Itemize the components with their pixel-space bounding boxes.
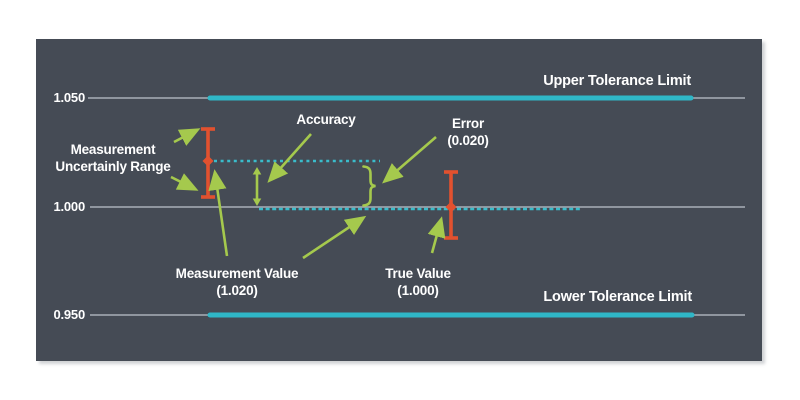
diagram-panel <box>36 39 762 361</box>
tick-label-1050: 1.050 <box>53 90 85 105</box>
measurement-value-label-line1: Measurement Value <box>175 266 299 281</box>
upper-tolerance-label: Upper Tolerance Limit <box>543 73 691 89</box>
accuracy-double-arrow <box>252 167 262 206</box>
lower-tolerance-label: Lower Tolerance Limit <box>543 289 692 305</box>
arrow-true-value <box>427 216 446 254</box>
arrow-error <box>382 136 437 184</box>
tick-label-0950: 0.950 <box>53 307 85 322</box>
arrow-accuracy <box>267 133 312 183</box>
accuracy-label: Accuracy <box>296 112 356 127</box>
measurement-point-diamond <box>202 155 214 167</box>
arrow-measurement-value-2 <box>302 215 367 260</box>
measurement-value-label: Measurement Value (1.020) <box>176 266 299 299</box>
tick-label-1000: 1.000 <box>53 199 85 214</box>
true-value-label-line1: True Value <box>385 266 451 281</box>
error-label-value: (0.020) <box>447 132 489 148</box>
arrow-measurement-value-1 <box>208 169 229 257</box>
measurement-value-label-value: (1.020) <box>216 282 258 298</box>
measurement-uncertainty-label-line2: Uncertainly Range <box>55 158 171 174</box>
error-label: Error (0.020) <box>447 116 489 149</box>
true-value-point-diamond <box>445 201 457 213</box>
true-value-label: True Value (1.000) <box>385 266 451 299</box>
measurement-uncertainty-label-line1: Measurement <box>70 142 156 157</box>
arrow-to-uncertainty-bottom <box>170 173 199 191</box>
measurement-uncertainty-label: Measurement Uncertainly Range <box>55 142 170 175</box>
true-value-label-value: (1.000) <box>397 282 439 298</box>
error-label-line1: Error <box>451 116 484 131</box>
error-brace <box>362 165 376 207</box>
arrow-to-uncertainty-top <box>173 128 201 146</box>
